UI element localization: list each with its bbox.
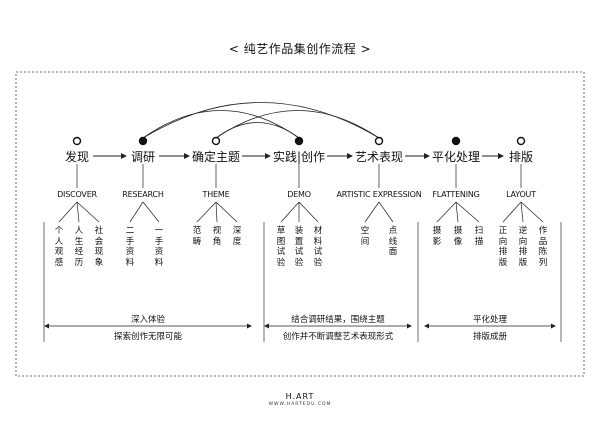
filled-dot-4 xyxy=(294,136,304,146)
arrow-head-4 xyxy=(347,153,353,159)
open-dot-5 xyxy=(374,136,384,146)
arrow-head-5 xyxy=(424,153,430,159)
leaf-text-7-1: 正向排版 xyxy=(498,226,508,268)
band-text-top-2: 结合调研结果，围绕主题 xyxy=(291,315,385,325)
branch-line-2-1 xyxy=(129,201,144,223)
band-text-bottom-1: 探索创作无限可能 xyxy=(113,332,183,342)
band-arrow-right-2 xyxy=(407,323,412,329)
stage-sublabel-4: DEMO xyxy=(287,190,311,199)
branch-line-7-3 xyxy=(520,201,544,223)
branch-line-6-2 xyxy=(455,201,459,223)
filled-dot-6 xyxy=(451,136,461,146)
open-dot-3 xyxy=(211,136,221,146)
stage-label-5: 艺术表现 xyxy=(354,150,404,164)
branch-line-7-2 xyxy=(520,201,524,223)
stage-label-4: 实践|创作 xyxy=(272,150,326,164)
footer-url: WWW.HARTEDU.COM xyxy=(268,402,332,407)
leaf-text-1-3: 社会现象 xyxy=(94,226,104,268)
leaf-text-3-2: 视角 xyxy=(212,226,222,247)
stage-label-6: 平化处理 xyxy=(431,150,481,164)
open-dot-1 xyxy=(72,136,82,146)
leaf-text-2-2: 一手资料 xyxy=(154,226,164,268)
leaf-text-4-1: 草图试验 xyxy=(276,226,286,268)
branch-line-1-3 xyxy=(76,201,100,223)
stage-sublabel-7: LAYOUT xyxy=(506,190,536,199)
stage-label-1: 发现 xyxy=(64,150,90,164)
stage-sublabel-2: RESEARCH xyxy=(122,190,164,199)
arrow-head-1 xyxy=(121,153,127,159)
band-arrow-left-1 xyxy=(44,323,49,329)
band-text-bottom-2: 创作并不断调整艺术表现形式 xyxy=(282,332,394,342)
branch-line-2-2 xyxy=(142,201,160,223)
stage-sublabel-3: THEME xyxy=(202,190,230,199)
stage-label-7: 排版 xyxy=(508,150,534,164)
filled-dot-2 xyxy=(138,136,148,146)
branch-line-4-3 xyxy=(298,201,319,223)
diagram-title: < 纯艺作品集创作流程 > xyxy=(228,42,372,56)
leaf-text-4-2: 装置试验 xyxy=(294,226,304,268)
branch-line-6-1 xyxy=(436,201,457,223)
leaf-text-6-1: 摄影 xyxy=(432,226,442,247)
leaf-text-1-2: 人生经历 xyxy=(74,226,84,268)
connection-arc-1 xyxy=(142,110,300,139)
arrow-head-3 xyxy=(265,153,271,159)
stage-label-3: 确定主题 xyxy=(191,150,241,164)
outer-frame xyxy=(15,71,585,377)
leaf-text-5-2: 点线面 xyxy=(388,226,398,257)
branch-line-3-2 xyxy=(215,201,218,223)
band-text-top-3: 平化处理 xyxy=(472,315,508,325)
band-arrow-left-3 xyxy=(424,323,429,329)
leaf-text-1-1: 个人观感 xyxy=(54,226,64,268)
band-text-top-1: 深入体验 xyxy=(130,315,166,325)
open-dot-7 xyxy=(516,136,526,146)
branch-line-5-1 xyxy=(364,201,380,223)
branch-line-6-3 xyxy=(455,201,480,223)
connection-arc-2 xyxy=(142,102,380,139)
stage-sublabel-6: FLATTENING xyxy=(432,190,480,199)
leaf-text-5-1: 空间 xyxy=(360,226,370,247)
band-text-bottom-3: 排版成册 xyxy=(472,332,508,342)
footer-brand: H.ART xyxy=(285,392,315,401)
branch-line-3-3 xyxy=(215,201,238,223)
leaf-text-6-3: 扫描 xyxy=(474,226,484,247)
leaf-text-7-2: 逆向排版 xyxy=(518,226,528,268)
stage-label-2: 调研 xyxy=(130,150,156,164)
leaf-text-3-1: 范畴 xyxy=(192,226,202,247)
leaf-text-7-3: 作品陈列 xyxy=(538,226,548,268)
branch-line-1-2 xyxy=(76,201,80,223)
band-arrow-right-1 xyxy=(247,323,252,329)
leaf-text-3-3: 深度 xyxy=(232,226,242,247)
connection-arc-4 xyxy=(215,110,380,139)
leaf-text-6-2: 摄像 xyxy=(453,226,463,247)
stage-sublabel-1: DISCOVER xyxy=(57,190,97,199)
stage-sublabel-5: ARTISTIC EXPRESSION xyxy=(336,190,422,199)
branch-line-7-1 xyxy=(502,201,522,223)
branch-line-1-1 xyxy=(58,201,78,223)
leaf-text-4-3: 材料试验 xyxy=(313,226,323,268)
band-arrow-right-3 xyxy=(551,323,556,329)
branch-line-3-1 xyxy=(196,201,217,223)
branch-line-4-1 xyxy=(280,201,300,223)
branch-line-5-2 xyxy=(378,201,394,223)
band-arrow-left-2 xyxy=(264,323,269,329)
leaf-text-2-1: 二手资料 xyxy=(125,226,135,268)
arrow-head-2 xyxy=(184,153,190,159)
arrow-head-6 xyxy=(498,153,504,159)
